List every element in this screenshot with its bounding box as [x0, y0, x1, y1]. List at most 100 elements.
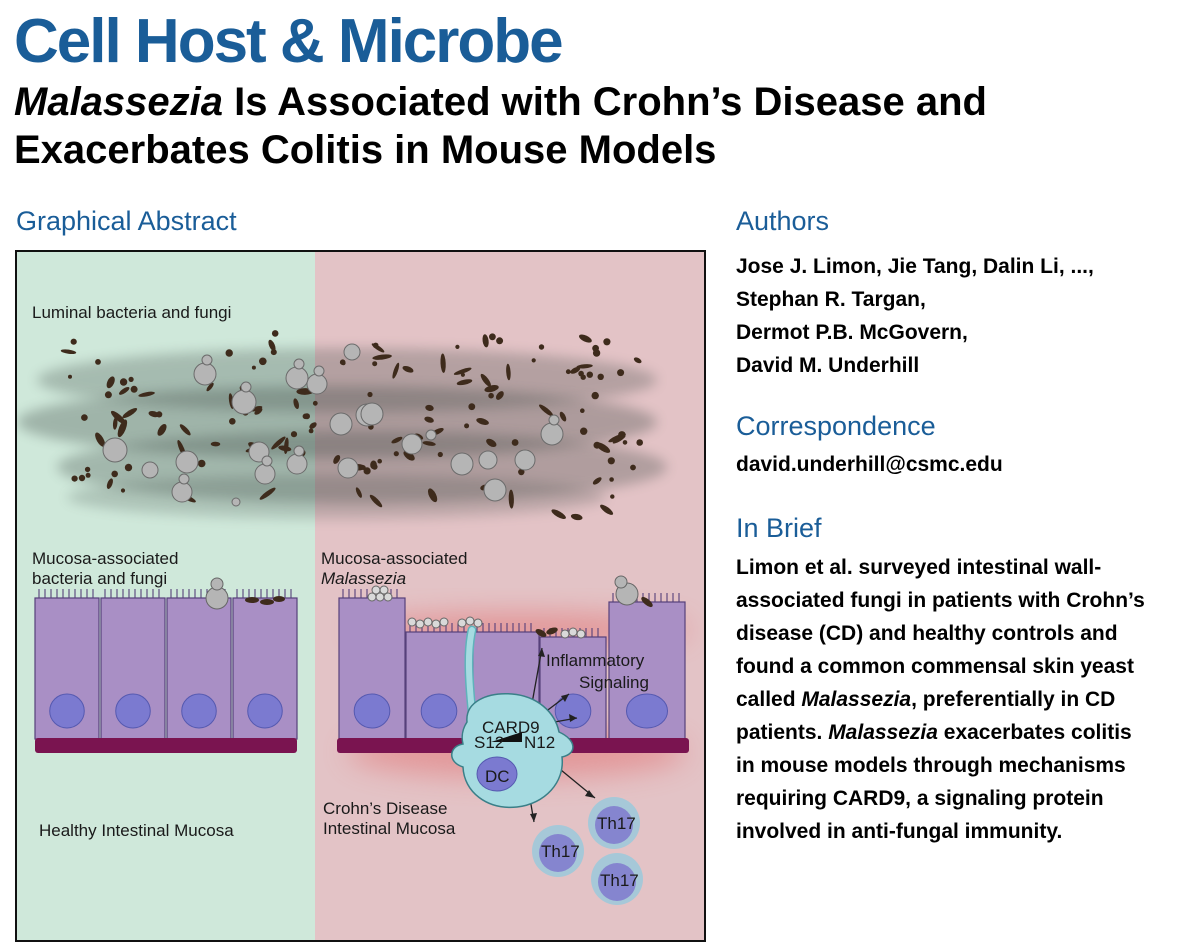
bacterium: [580, 374, 586, 380]
bacterium: [609, 477, 614, 482]
bacterium: [392, 362, 400, 379]
bacterium: [229, 418, 236, 425]
bacterium: [110, 410, 126, 425]
in-brief-line: disease (CD) and healthy controls and: [736, 622, 1118, 645]
author-line: Jose J. Limon, Jie Tang, Dalin Li, ...,: [736, 255, 1094, 278]
bacterium: [128, 376, 134, 382]
bacterium: [372, 342, 379, 349]
title-line-1: Malassezia Is Associated with Crohn’s Di…: [14, 78, 1194, 126]
bacterium: [60, 349, 77, 355]
correspondence-email[interactable]: david.underhill@csmc.edu: [736, 453, 1003, 476]
bacterium: [268, 339, 276, 352]
bacterium: [531, 358, 536, 363]
epithelial-cell: [405, 623, 473, 740]
fungus: [337, 457, 359, 479]
label-inflammatory: Inflammatory: [546, 651, 645, 670]
bacterium: [106, 478, 113, 490]
fungus: [286, 453, 308, 475]
bacterium: [489, 333, 496, 341]
bacterium: [484, 385, 499, 393]
bacterium: [81, 414, 88, 421]
bacterium: [511, 439, 519, 446]
authors-heading: Authors: [736, 206, 830, 236]
bacterium: [610, 494, 615, 499]
bacterium: [71, 475, 78, 482]
author-line: Stephan R. Targan,: [736, 288, 926, 311]
bacterium: [308, 428, 314, 434]
bacterium: [565, 369, 571, 375]
bacterium: [600, 504, 614, 515]
bacterium: [197, 459, 206, 468]
bacterium: [85, 472, 91, 478]
bacterium: [559, 411, 567, 422]
bacterium: [476, 418, 489, 425]
author-line: David M. Underhill: [736, 354, 920, 377]
epithelial-cell: [34, 589, 100, 740]
bacterium: [456, 379, 473, 386]
bacterium: [422, 441, 436, 446]
label-luminal: Luminal bacteria and fungi: [32, 303, 231, 322]
bacterium: [225, 349, 233, 357]
bacterium: [124, 463, 133, 472]
title-italic-genus: Malassezia: [14, 80, 224, 124]
bacterium: [633, 357, 642, 364]
bacterium: [309, 422, 317, 429]
in-brief-text: Limon et al. surveyed intestinal wall-as…: [736, 551, 1186, 848]
bacterium: [78, 474, 86, 482]
bacterium: [518, 468, 525, 476]
fungus: [193, 362, 217, 386]
dc-nucleus: [476, 756, 518, 792]
bacterium: [622, 440, 628, 445]
bacterium: [372, 361, 378, 367]
epithelial-cell: [166, 589, 232, 740]
correspondence-heading: Correspondence: [736, 411, 936, 441]
fungus: [175, 450, 199, 474]
fungus: [231, 389, 257, 415]
fungus: [254, 463, 276, 485]
title-line-1-rest: Is Associated with Crohn’s Disease and: [223, 80, 987, 124]
s12-n12-gradient-wedge: [491, 732, 522, 742]
bacterium: [592, 344, 599, 352]
bacterium: [254, 407, 263, 415]
bacterium: [210, 441, 221, 447]
bacterium: [591, 391, 599, 400]
label-mucosa-left-2: bacteria and fungi: [32, 569, 167, 588]
bacterium: [593, 441, 601, 449]
bacterium: [95, 359, 101, 365]
healthy-epithelium: [34, 589, 298, 740]
bacterium: [270, 349, 277, 356]
label-healthy-mucosa: Healthy Intestinal Mucosa: [39, 821, 234, 840]
bacterium: [617, 369, 625, 377]
bacterium: [377, 458, 383, 464]
bacterium: [570, 513, 583, 521]
bacterium: [580, 408, 585, 413]
bacterium: [538, 344, 545, 350]
bacterium: [118, 386, 130, 395]
bacterium: [603, 338, 611, 346]
journal-name: Cell Host & Microbe: [14, 7, 564, 76]
title-line-2: Exacerbates Colitis in Mouse Models: [14, 128, 717, 172]
bacterium: [455, 344, 460, 349]
surface-microbes: [205, 575, 653, 639]
bacterium: [333, 454, 341, 464]
fungus: [483, 478, 507, 502]
fungus: [450, 452, 474, 476]
fungus-bud: [548, 414, 560, 426]
epithelial-cell: [338, 589, 406, 740]
bacterium: [112, 417, 118, 430]
epithelial-cell: [608, 593, 686, 740]
label-card9: CARD9: [482, 718, 540, 737]
bacterium: [304, 413, 310, 420]
bacterium: [290, 431, 298, 438]
label-crohns-1: Crohn’s Disease: [323, 799, 447, 818]
bacterium: [424, 416, 434, 423]
bacterium: [119, 378, 128, 386]
bacterium: [453, 367, 472, 375]
label-mucosa-right-2: Malassezia: [321, 569, 406, 588]
fungus: [478, 450, 498, 470]
label-s12: S12: [474, 733, 504, 752]
fungus: [540, 422, 564, 446]
bacterium: [293, 398, 300, 410]
bacterium: [482, 334, 489, 348]
graphical-abstract-svg: Luminal bacteria and fungi Mucosa-associ…: [17, 252, 704, 940]
